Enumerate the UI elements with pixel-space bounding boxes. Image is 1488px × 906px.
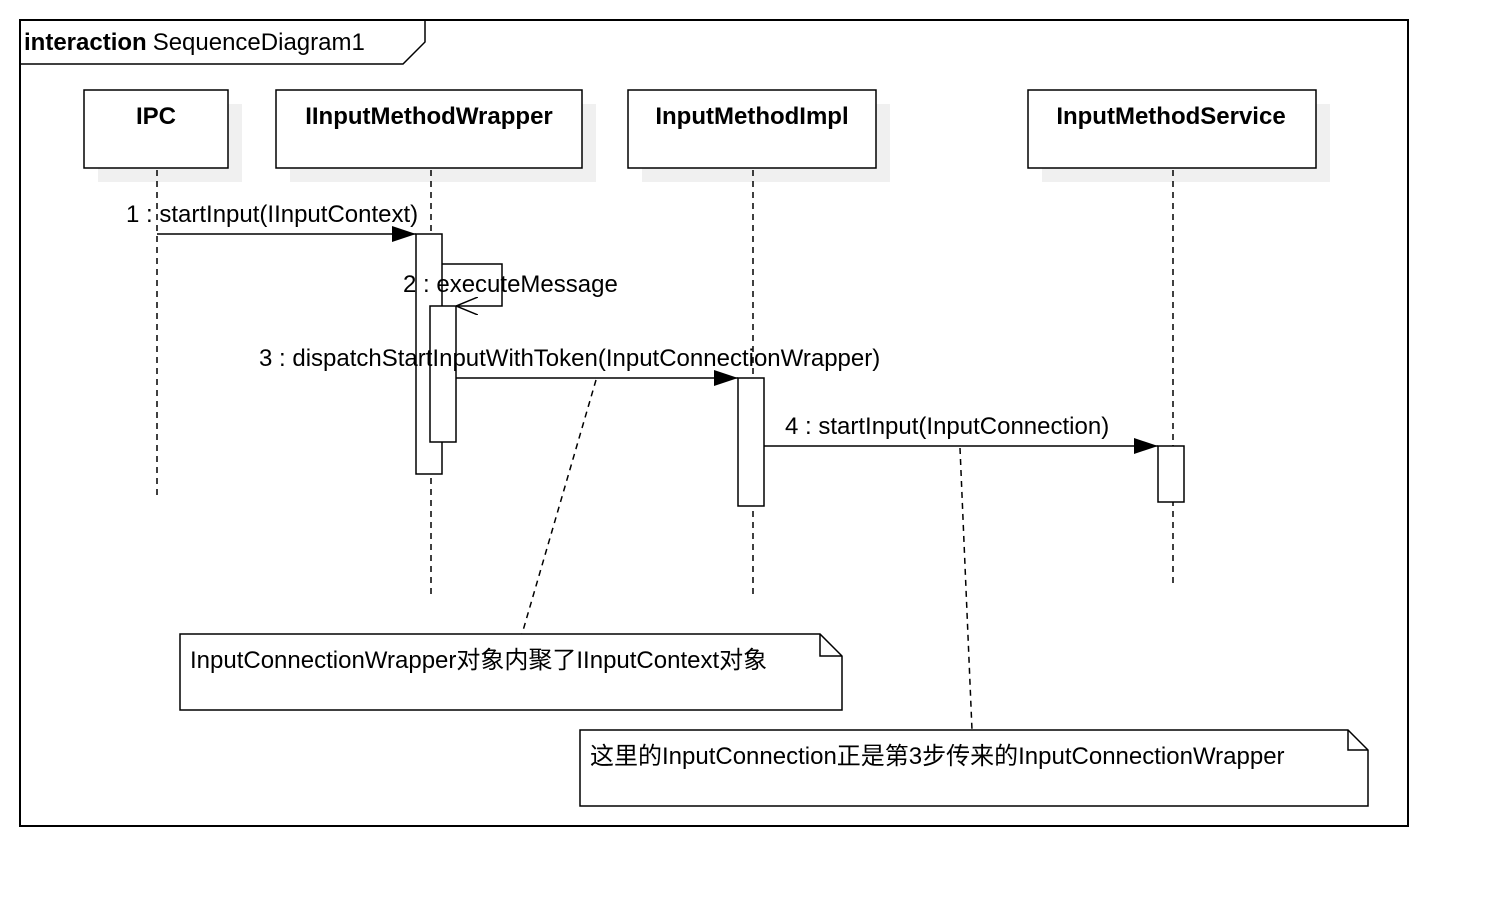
lifeline-inputmethodservice: InputMethodService [1027, 89, 1330, 588]
frame-tab [20, 20, 426, 65]
message-label: 1 : startInput(IInputContext) [126, 201, 418, 228]
activation-bar-service [1157, 445, 1185, 503]
frame-border [19, 19, 1409, 827]
lifeline-label: InputMethodImpl [655, 103, 848, 130]
note-fold [819, 634, 842, 657]
lifeline-ipc: IPC [83, 89, 242, 500]
message-1[interactable]: 1 : startInput(IInputContext) [126, 201, 418, 242]
note-connector-1 [521, 379, 597, 635]
message-3[interactable]: 3 : dispatchStartInputWithToken(InputCon… [259, 345, 880, 386]
note-fold [1347, 730, 1368, 751]
lifeline-inputmethodimpl: InputMethodImpl [627, 89, 890, 598]
message-label: 4 : startInput(InputConnection) [785, 413, 1109, 440]
lifeline-head[interactable] [83, 89, 229, 169]
message-2[interactable]: 2 : executeMessage [403, 263, 618, 306]
message-4[interactable]: 4 : startInput(InputConnection) [764, 413, 1158, 454]
lifeline-iinputmethodwrapper: IInputMethodWrapper [275, 89, 596, 598]
lifeline-head[interactable] [1027, 89, 1317, 169]
message-label: 3 : dispatchStartInputWithToken(InputCon… [259, 345, 880, 372]
note-text: InputConnectionWrapper对象内聚了IInputContext… [190, 647, 767, 674]
message-arrow [442, 263, 503, 306]
lifeline-head[interactable] [627, 89, 877, 169]
frame-name: SequenceDiagram1 [153, 29, 365, 56]
lifeline-label: InputMethodService [1056, 103, 1285, 130]
note-shape [579, 729, 1369, 807]
note-connector-2 [959, 447, 973, 731]
message-label: 2 : executeMessage [403, 271, 618, 298]
frame-keyword: interaction [24, 29, 147, 56]
note-1[interactable]: InputConnectionWrapper对象内聚了IInputContext… [179, 633, 843, 711]
activation-bar-wrapper-nested [429, 305, 457, 443]
lifeline-label: IInputMethodWrapper [305, 103, 553, 130]
note-2[interactable]: 这里的InputConnection正是第3步传来的InputConnectio… [579, 729, 1369, 807]
lifeline-head[interactable] [275, 89, 583, 169]
lifeline-label: IPC [136, 103, 176, 130]
note-text: 这里的InputConnection正是第3步传来的InputConnectio… [590, 743, 1285, 770]
activation-bar-impl [737, 377, 765, 507]
note-shape [179, 633, 843, 711]
